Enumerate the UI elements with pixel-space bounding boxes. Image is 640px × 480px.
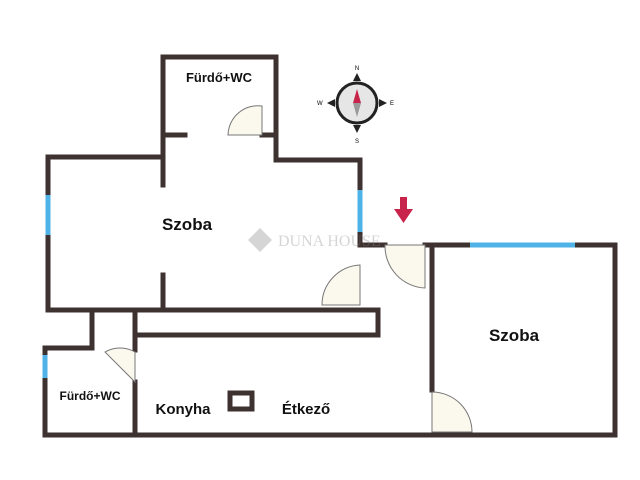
windows — [42, 190, 575, 378]
walls — [42, 54, 618, 438]
room-label-kitchen: Konyha — [155, 401, 211, 418]
room-label-bath-top: Fürdő+WC — [186, 70, 253, 85]
entrance-arrow-icon — [394, 197, 413, 223]
doors — [104, 105, 473, 433]
compass-w: W — [317, 101, 323, 107]
stove — [227, 390, 255, 412]
compass-s: S — [355, 139, 359, 145]
svg-text:DUNA HOUSE: DUNA HOUSE — [278, 233, 381, 250]
room-label-dining: Étkező — [282, 401, 330, 418]
room-label-bath-bottom: Fürdő+WC — [60, 389, 121, 403]
room-label-room-left: Szoba — [162, 215, 213, 234]
compass-n: N — [355, 66, 359, 72]
watermark: DUNA HOUSE — [248, 228, 381, 252]
room-label-room-right: Szoba — [489, 326, 540, 345]
compass: N S E W — [317, 66, 394, 145]
compass-e: E — [390, 101, 394, 107]
